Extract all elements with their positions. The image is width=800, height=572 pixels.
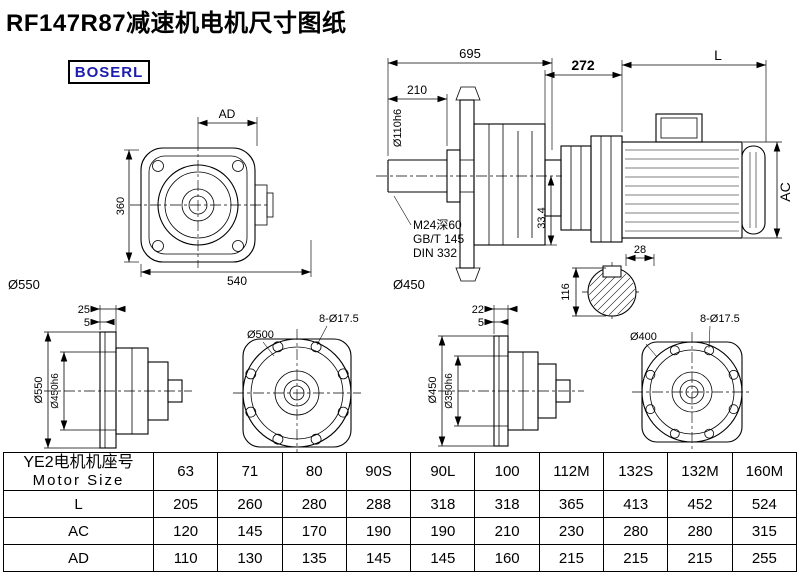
table-cell: 318 [474,490,540,518]
table-header-label: YE2电机机座号 Motor Size [3,452,154,491]
table-cell: 210 [474,517,540,545]
page-title: RF147R87减速机电机尺寸图纸 [6,10,347,37]
fan-cover [741,145,766,235]
table-cell: 215 [603,544,669,572]
table-cell: 130 [217,544,283,572]
table-cell: 205 [152,490,219,518]
size-col: 80 [281,452,347,491]
dim-28-label: 28 [634,244,646,256]
front-flange-dia-label: Ø550 [8,277,40,292]
table-cell: 260 [217,490,283,518]
table-cell: 215 [667,544,733,572]
dim-ad-label: AD [219,107,236,121]
table-cell: 280 [667,517,733,545]
header-label-cn: YE2电机机座号 [23,454,134,471]
table-cell: 452 [667,490,733,518]
drawing-svg: AD 360 540 Ø550 [8,46,793,452]
table-cell: 190 [410,517,476,545]
table-cell: 288 [345,490,412,518]
size-col: 132M [667,452,733,491]
dim-695-label: 695 [459,46,481,61]
size-col: 112M [538,452,605,491]
dim-5b-label: 5 [478,317,484,329]
table-cell: 145 [410,544,476,572]
dim-116-label: 116 [560,283,572,301]
side-flange-dia-label: Ø450 [393,277,425,292]
size-col: 63 [152,452,219,491]
row-label: L [3,490,154,518]
bolt-holes [245,341,349,445]
size-col: 90L [410,452,476,491]
table-cell: 230 [538,517,605,545]
dim-5a-label: 5 [84,317,90,329]
dim-shaft-dia-label: Ø110h6 [392,109,404,147]
table-row-ad: AD 110 130 135 145 145 160 215 215 215 2… [3,544,798,572]
table-cell: 145 [345,544,412,572]
table-row-ac: AC 120 145 170 190 190 210 230 280 280 3… [3,517,798,545]
front-view: AD 360 540 Ø550 [8,107,312,292]
flange-a-profile: 25 5 Ø550 Ø450h6 [33,304,192,449]
flange-b-profile: 22 5 Ø450 Ø350h6 [427,304,584,447]
dim-360-label: 360 [115,197,127,215]
header-label-en: Motor Size [32,472,125,489]
terminal-box [655,113,703,143]
table-cell: 280 [603,517,669,545]
flange-a-holes-label: 8-Ø17.5 [319,313,359,325]
keyway [602,265,622,278]
table-cell: 280 [281,490,347,518]
motor-view: 272 L AC [544,47,793,243]
motor-size-table: YE2电机机座号 Motor Size 63 71 80 90S 90L 100… [3,452,798,572]
flange-b-spigot-label: Ø350h6 [444,373,455,409]
dim-272-label: 272 [571,57,595,73]
table-cell: 255 [731,544,798,572]
table-cell: 413 [603,490,669,518]
table-cell: 110 [152,544,219,572]
table-header-row: YE2电机机座号 Motor Size 63 71 80 90S 90L 100… [3,452,798,491]
row-label: AD [3,544,154,572]
flange-b-outer-label: Ø450 [427,377,439,404]
bolt-holes [645,345,739,439]
side-view: 695 210 Ø110h6 M24深60 GB/T 145 DIN 332 3… [376,46,562,292]
flange-b-face: Ø400 8-Ø17.5 [630,313,752,452]
table-cell: 215 [538,544,605,572]
dim-ac-label: AC [777,182,793,201]
flange-a-outer-label: Ø550 [33,377,45,404]
dim-33-4-label: 33.4 [536,207,548,228]
flange-a-face: 8-Ø17.5 Ø500 [233,313,361,452]
table-cell: 524 [731,490,798,518]
dim-22-label: 22 [472,304,484,316]
row-label: AC [3,517,154,545]
dim-l-label: L [714,47,722,63]
brand-logo: BOSERL [68,60,150,84]
size-col: 90S [345,452,412,491]
dim-540-label: 540 [227,274,247,288]
table-cell: 120 [152,517,219,545]
flange-a-spigot-label: Ø450h6 [50,373,61,409]
table-row-l: L 205 260 280 288 318 318 365 413 452 52… [3,490,798,518]
note-gb-label: GB/T 145 [413,232,464,246]
note-thread-label: M24深60 [413,218,462,232]
table-cell: 170 [281,517,347,545]
size-col: 160M [731,452,798,491]
dim-25-label: 25 [78,304,90,316]
flange-a-dia-label: Ø500 [247,329,274,341]
flange-b-dia-label: Ø400 [630,331,657,343]
size-col: 100 [474,452,540,491]
shaft-section-view: 28 116 [560,244,655,322]
flange-b-holes-label: 8-Ø17.5 [700,313,740,325]
table-cell: 160 [474,544,540,572]
table-cell: 190 [345,517,412,545]
dim-210-label: 210 [407,83,427,97]
size-col: 71 [217,452,283,491]
table-cell: 145 [217,517,283,545]
size-col: 132S [603,452,669,491]
table-cell: 315 [731,517,798,545]
table-cell: 135 [281,544,347,572]
note-din-label: DIN 332 [413,246,457,260]
table-cell: 365 [538,490,605,518]
table-cell: 318 [410,490,476,518]
motor-fins [625,149,739,232]
